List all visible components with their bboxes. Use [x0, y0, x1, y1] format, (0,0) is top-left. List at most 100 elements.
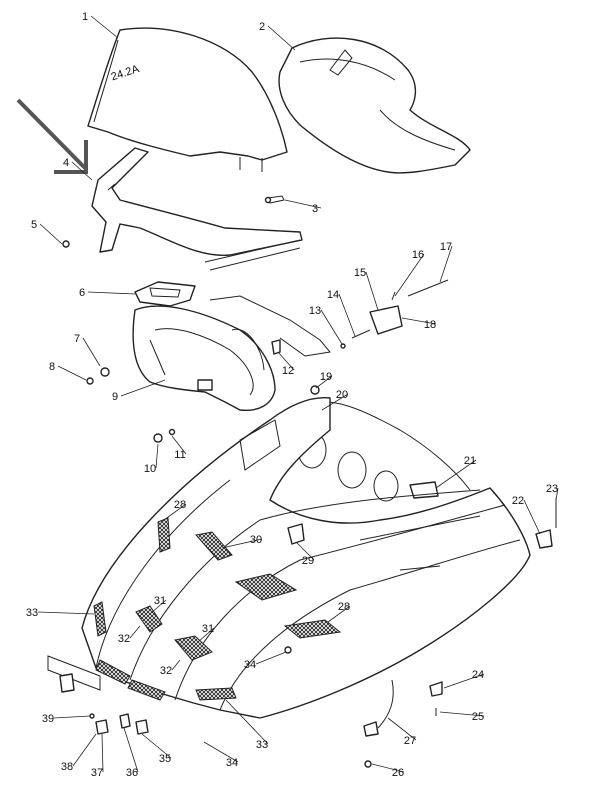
leader-line-c27 [387, 717, 417, 741]
leader-line-c14 [338, 293, 356, 337]
leader-line-c33b [225, 699, 269, 745]
leader-line-c4 [71, 161, 93, 181]
callout-label-c35: 35 [159, 753, 171, 765]
callout-label-c37: 37 [91, 767, 103, 779]
leader-line-c32a [129, 625, 141, 639]
callout-label-c22: 22 [512, 495, 524, 507]
callout-label-c16: 16 [412, 249, 424, 261]
leader-line-c33a [37, 611, 95, 615]
bolt-8 [86, 377, 94, 385]
callout-label-c23: 23 [546, 483, 558, 495]
callout-label-c33a: 33 [26, 607, 38, 619]
leader-line-c10 [155, 443, 159, 469]
screw-12 [271, 339, 281, 355]
hinge-bracket [47, 655, 149, 735]
leader-line-c36 [123, 727, 139, 773]
callout-label-c32b: 32 [160, 665, 172, 677]
screw-3 [264, 195, 285, 204]
callout-label-c38: 38 [61, 761, 73, 773]
callout-label-c21: 21 [464, 455, 476, 467]
nut-10 [153, 433, 163, 443]
leader-line-c37 [101, 733, 104, 773]
callout-label-c27: 27 [404, 735, 416, 747]
leader-line-c1 [90, 15, 119, 39]
leader-line-c32b [171, 659, 181, 671]
leader-line-c39 [53, 715, 91, 719]
grille-33b [195, 687, 237, 701]
callout-label-c31a: 31 [154, 595, 166, 607]
pointer-arrow [16, 98, 88, 174]
grille-31b [174, 635, 213, 661]
callout-label-c8: 8 [49, 361, 55, 373]
callout-label-c28b: 28 [338, 601, 350, 613]
leader-line-c25 [439, 711, 485, 717]
leader-line-c11 [171, 435, 187, 455]
washer-11 [168, 428, 176, 436]
callout-label-c31b: 31 [202, 623, 214, 635]
callout-label-c11: 11 [174, 449, 185, 461]
leader-line-c12 [277, 351, 295, 371]
callout-label-c18: 18 [424, 319, 436, 331]
leader-line-c15 [365, 271, 379, 311]
leader-line-c6 [87, 291, 136, 295]
callout-label-c10: 10 [144, 463, 156, 475]
windshield-cover [278, 37, 471, 174]
callout-label-c2: 2 [259, 21, 265, 33]
leader-line-c28b [327, 605, 351, 623]
headlight-housing [132, 305, 276, 412]
leader-line-c28a [163, 503, 187, 521]
leader-line-c9 [120, 379, 166, 397]
leader-line-c5 [39, 223, 63, 245]
leader-line-c34a [255, 651, 287, 665]
leader-line-c22 [523, 499, 541, 535]
callout-label-c24: 24 [472, 669, 484, 681]
bracket-22 [535, 529, 553, 549]
leader-line-c30 [221, 538, 263, 549]
cable-27 [363, 679, 394, 737]
leader-line-c8 [57, 365, 87, 381]
callout-label-c4: 4 [63, 157, 69, 169]
callout-label-c33b: 33 [256, 739, 268, 751]
nut-7 [100, 367, 110, 377]
callout-label-c39: 39 [42, 713, 54, 725]
leader-line-c16 [394, 253, 425, 297]
grille-30b [234, 573, 298, 601]
grille-32a [95, 659, 131, 685]
leader-line-c35 [141, 733, 172, 759]
leader-line-c29 [295, 541, 315, 561]
leader-line-c3 [284, 199, 322, 209]
hood-emblem [134, 281, 196, 307]
leader-line-c18 [401, 317, 437, 325]
callout-label-c34a: 34 [244, 659, 256, 671]
callout-label-c32a: 32 [118, 633, 130, 645]
clip-24 [429, 681, 443, 697]
callout-label-c6: 6 [79, 287, 85, 299]
windshield-bracket [91, 147, 303, 271]
leader-line-c19 [315, 375, 333, 389]
grille-30 [195, 531, 233, 561]
callout-label-c28a: 28 [174, 499, 186, 511]
callout-label-c12: 12 [282, 365, 294, 377]
leader-line-c23 [555, 487, 559, 501]
latch-assembly [340, 279, 449, 349]
leader-line-c24 [443, 673, 485, 689]
leader-line-c20 [321, 393, 349, 411]
callout-label-c19: 19 [320, 371, 332, 383]
callout-label-c34b: 34 [226, 757, 238, 769]
callout-label-c14: 14 [327, 289, 339, 301]
callout-label-c20: 20 [336, 389, 348, 401]
leader-line-c26 [371, 763, 405, 773]
leader-line-c21 [435, 459, 477, 489]
leader-line-c13 [320, 309, 343, 345]
callout-label-c15: 15 [354, 267, 366, 279]
grille-28 [283, 619, 342, 639]
grille-33a [93, 601, 107, 637]
leader-line-c2 [267, 25, 296, 51]
callout-label-c1: 1 [82, 11, 88, 23]
callout-label-c7: 7 [74, 333, 80, 345]
grille-31a [135, 605, 163, 633]
callout-label-c9: 9 [112, 391, 118, 403]
support-panel [209, 295, 331, 357]
